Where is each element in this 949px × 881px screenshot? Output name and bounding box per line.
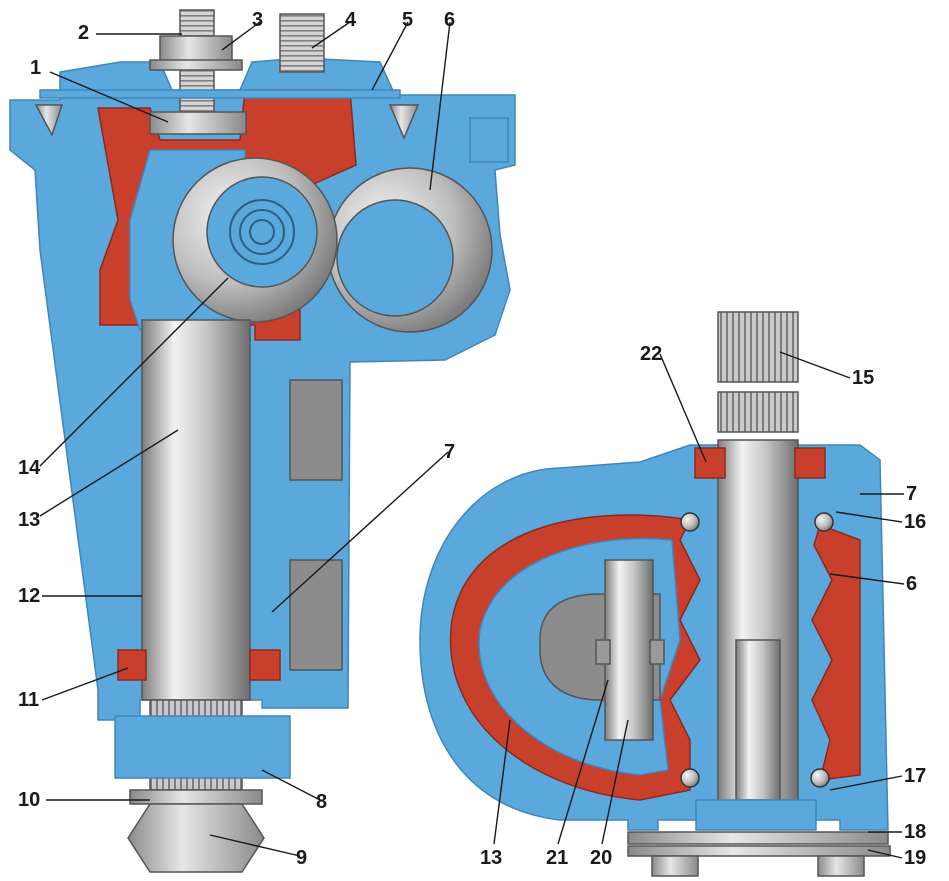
lid-plate [39,89,401,99]
leader-line [835,511,903,523]
seal-left-b [249,649,281,681]
worm-shaft-lower [735,639,781,801]
housing-boss-right [469,117,509,163]
bearing-ball-tr [814,512,834,532]
bearing-ball-tl [680,512,700,532]
roller-ring-3 [249,219,275,245]
sector-disk-face [336,199,454,317]
seal-left-a [117,649,147,681]
label-5: 5 [402,9,413,31]
label-3: 3 [252,9,263,31]
callout-labels: 1 2 3 4 5 6 14 13 7 12 11 10 8 9 22 15 7… [18,9,926,869]
roller-ring-1 [229,199,295,265]
cover-bolt-left [651,855,699,877]
filler-plug [279,13,325,73]
label-8: 8 [316,791,327,813]
leader-line [39,277,229,467]
roller-ring-2 [239,209,285,255]
leader-line [557,679,609,845]
bipod-arm [114,715,291,779]
label-7-right: 7 [906,483,917,505]
left-section-view [9,9,516,873]
label-1: 1 [30,57,41,79]
label-13: 13 [18,509,40,531]
lock-washer [129,789,263,805]
leader-line [371,21,409,91]
label-15: 15 [852,367,874,389]
leader-line [659,353,707,463]
housing-bolt-right [388,104,420,140]
input-spline-lower [717,391,799,433]
leader-line [209,834,301,857]
cavity-right-teeth [811,524,861,781]
roller-needle-b [649,639,665,665]
label-9: 9 [296,847,307,869]
housing-bolt-left [34,104,64,137]
leader-line [271,451,449,613]
input-spline [717,311,799,383]
label-17: 17 [904,765,926,787]
leader-line [39,429,179,517]
label-6-right: 6 [906,573,917,595]
adjust-washer [149,59,243,71]
bolt-head-plate [149,111,247,135]
label-18: 18 [904,821,926,843]
right-section-view [419,311,891,877]
label-19: 19 [904,847,926,869]
leader-line [867,849,903,859]
adjust-nut [159,35,233,63]
label-6: 6 [444,9,455,31]
leader-line [311,21,351,49]
roller-pin [604,559,654,741]
label-21: 21 [546,847,568,869]
bottom-cover-plate-2 [627,845,891,857]
leader-line [601,719,629,845]
leader-line [829,573,905,585]
bearing-ball-br [810,768,830,788]
leader-line [221,21,261,51]
housing-slot-right [289,379,343,481]
leader-line [49,71,169,123]
label-22: 22 [640,343,662,365]
bearing-ball-bl [680,768,700,788]
leader-line [829,775,903,791]
label-13-right: 13 [480,847,502,869]
label-10: 10 [18,789,40,811]
leader-line [429,21,451,191]
castle-nut [127,803,265,873]
bottom-cap [695,799,817,831]
label-2: 2 [78,22,89,44]
top-seal-a [694,447,726,479]
label-16: 16 [904,511,926,533]
top-seal-b [794,447,826,479]
label-20: 20 [590,847,612,869]
label-12: 12 [18,585,40,607]
leader-line [779,351,851,379]
label-4: 4 [345,9,357,31]
leader-lines [39,21,905,859]
roller-disk-inner [206,176,318,288]
leader-line [493,719,511,845]
roller-needle-a [595,639,611,665]
shaft-column [141,319,251,701]
label-14: 14 [18,457,41,479]
bottom-cover-plate [627,831,889,845]
housing-slot-right-2 [289,559,343,671]
leader-line [41,667,129,701]
cover-bolt-right [817,855,865,877]
leader-line [261,769,321,801]
label-7: 7 [444,441,455,463]
label-11: 11 [18,689,39,711]
